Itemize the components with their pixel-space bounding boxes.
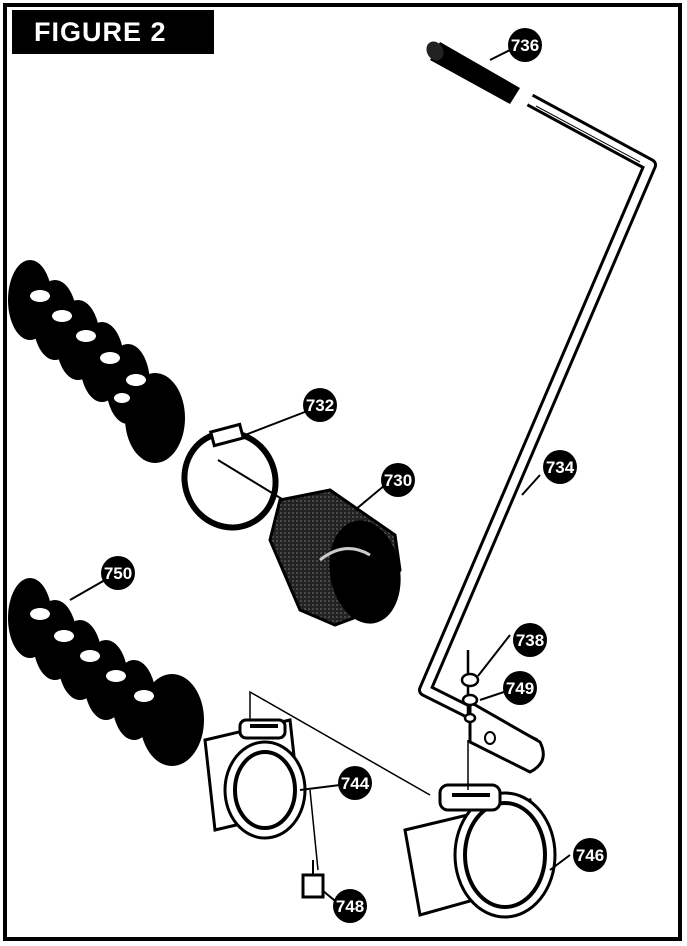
- callout-748: 748: [333, 889, 367, 923]
- callout-746: 746: [573, 838, 607, 872]
- svg-text:736: 736: [511, 36, 539, 55]
- svg-text:750: 750: [104, 564, 132, 583]
- upper-hose: [8, 260, 185, 463]
- svg-text:734: 734: [546, 458, 575, 477]
- handle-bar: [418, 93, 657, 774]
- svg-text:732: 732: [306, 396, 334, 415]
- svg-text:748: 748: [336, 897, 364, 916]
- callout-730: 730: [381, 463, 415, 497]
- svg-text:749: 749: [506, 679, 534, 698]
- svg-text:730: 730: [384, 471, 412, 490]
- callout-734: 734: [543, 450, 577, 484]
- leader-lines: [69, 49, 571, 906]
- large-collar: [403, 783, 557, 919]
- callout-732: 732: [303, 388, 337, 422]
- callout-736: 736: [508, 28, 542, 62]
- lower-hose: [8, 578, 204, 766]
- assembly-lines: [249, 690, 469, 871]
- small-collar: [203, 718, 307, 840]
- svg-text:746: 746: [576, 846, 604, 865]
- nozzle: [268, 488, 402, 627]
- grip: [426, 41, 520, 104]
- figure-title: FIGURE 2: [12, 10, 214, 54]
- nut-washer: [460, 650, 480, 724]
- bolt: [301, 860, 325, 899]
- svg-text:738: 738: [516, 631, 544, 650]
- callout-744: 744: [338, 766, 372, 800]
- svg-text:744: 744: [341, 774, 370, 793]
- callout-738: 738: [513, 623, 547, 657]
- hose-clamp: [181, 422, 301, 531]
- callout-750: 750: [101, 556, 135, 590]
- callout-749: 749: [503, 671, 537, 705]
- figure-border: [3, 3, 682, 941]
